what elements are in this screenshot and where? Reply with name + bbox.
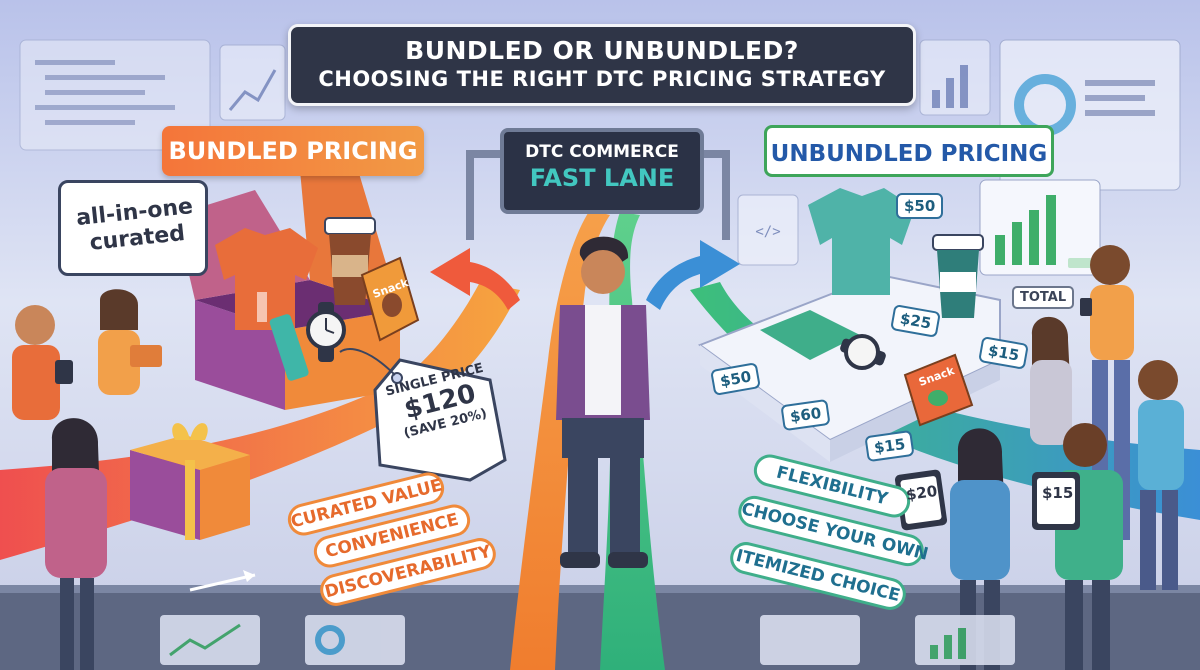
shirt-icon	[808, 188, 915, 295]
coffee-cup-icon	[324, 217, 376, 305]
left-arrow-icon	[430, 248, 520, 310]
sign-line-1: DTC COMMERCE	[525, 142, 679, 162]
growth-chart-icon	[979, 179, 1101, 276]
sign-line-2: FAST LANE	[529, 164, 675, 192]
price-tag-shirt: $50	[896, 193, 944, 219]
snack-bag-icon	[903, 353, 974, 427]
unbundled-pricing-header: UNBUNDLED PRICING	[764, 125, 1054, 177]
speech-bubble	[58, 180, 208, 276]
person-icon	[1055, 423, 1123, 670]
total-label: TOTAL	[1012, 286, 1075, 309]
snack-bag-icon	[360, 256, 420, 342]
code-brackets-icon: </>	[737, 194, 799, 266]
tablet-icon	[1032, 472, 1080, 530]
code-window-icon	[19, 39, 211, 151]
bundled-pricing-header: BUNDLED PRICING	[162, 126, 424, 176]
line-chart-icon	[219, 44, 286, 121]
title-banner: BUNDLED OR UNBUNDLED? CHOOSING THE RIGHT…	[288, 24, 916, 106]
svg-text:</>: </>	[755, 224, 780, 240]
thinking-man-icon	[556, 236, 650, 568]
tablet-price-right: $15	[1042, 484, 1074, 502]
floor-screen-icon	[160, 615, 1015, 665]
present-box-icon	[130, 423, 250, 540]
person-icon	[98, 289, 162, 395]
shirt-icon	[215, 228, 318, 330]
watch-icon	[306, 302, 346, 362]
floor-arrow-icon	[189, 573, 256, 592]
page-title: BUNDLED OR UNBUNDLED?	[405, 36, 799, 65]
folded-shirt-icon	[760, 310, 860, 360]
right-arrow-icon	[646, 240, 740, 310]
person-icon	[45, 418, 107, 670]
person-icon	[1138, 360, 1184, 590]
floor-arrowhead-icon	[243, 570, 255, 582]
page-subtitle: CHOOSING THE RIGHT DTC PRICING STRATEGY	[318, 67, 886, 91]
coffee-cup-icon	[932, 234, 984, 318]
center-orange-lane	[510, 210, 610, 670]
tablet-icon	[894, 469, 948, 531]
price-tag-icon	[339, 348, 507, 482]
person-icon	[1030, 316, 1072, 445]
bar-chart-icon	[919, 39, 991, 116]
fast-lane-sign: DTC COMMERCE FAST LANE	[500, 128, 704, 214]
watch-icon	[840, 334, 886, 370]
person-icon	[12, 305, 73, 420]
